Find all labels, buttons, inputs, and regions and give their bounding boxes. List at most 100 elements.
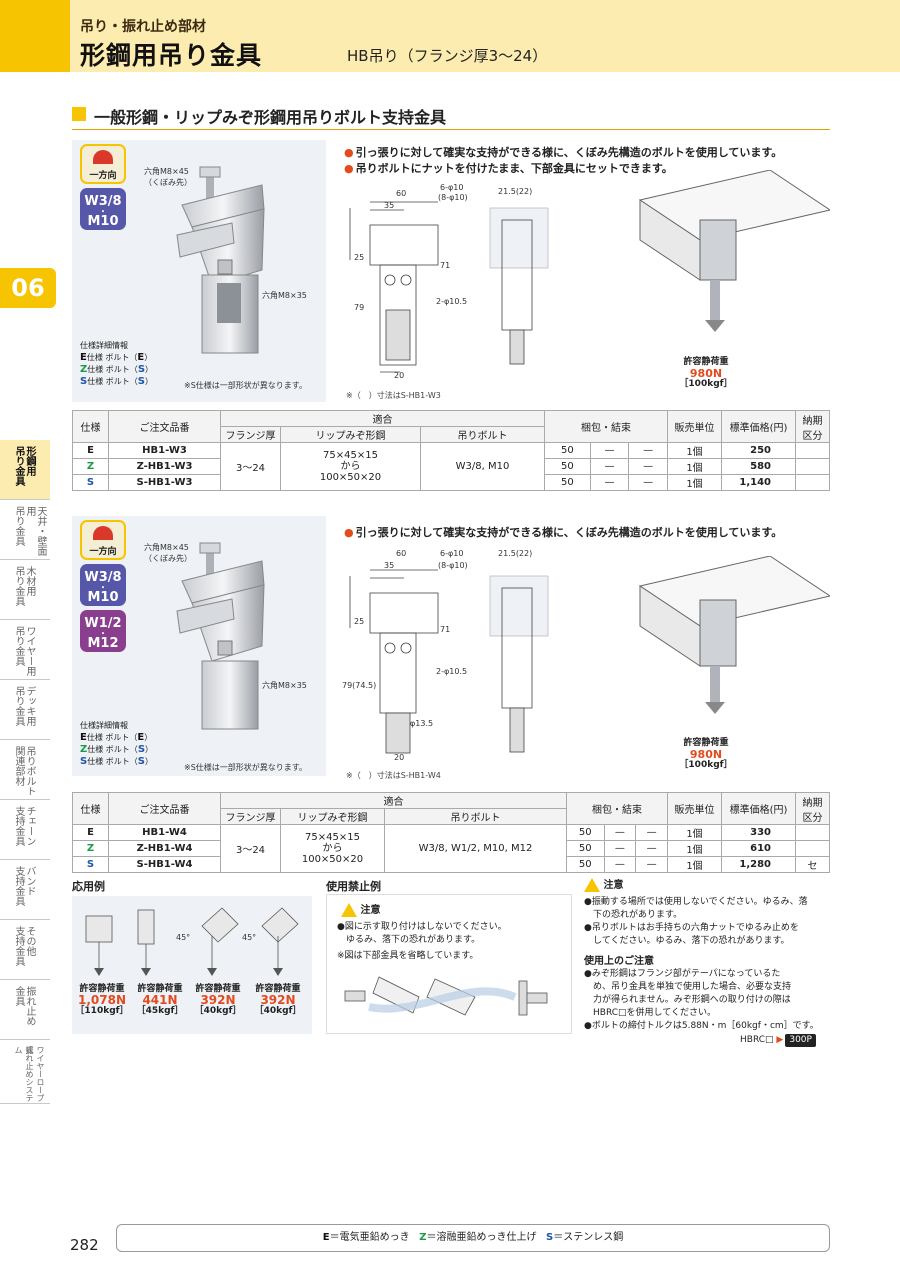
- spec-row-s: S仕様 ボルト（S）: [80, 376, 153, 387]
- warning-icon: [341, 903, 357, 917]
- section-title: 一般形鋼・リップみぞ形鋼用吊りボルト支持金具: [72, 104, 830, 130]
- bracket-product-icon: [176, 166, 265, 354]
- product1-photo: 一方向 W3/8 ・ M10 六角M8×45 （くぼみ先） 六角M8×35 仕様…: [72, 140, 326, 402]
- page-title: 形鋼用吊り金具: [80, 41, 263, 70]
- sidebar-tab-label: 天井・壁面用: [24, 506, 46, 556]
- dim-text: 2-φ10.5: [436, 297, 467, 306]
- product1-dimension-drawing: 60 35 6-φ10 (8-φ10) 21.5(22) 25 71 79 2-…: [349, 183, 549, 380]
- page-number: 282: [70, 1236, 99, 1254]
- drawing-note: ※（ ）寸法はS-HB1-W4: [346, 771, 441, 780]
- bolt-size-tag-2: W1/2 ・ M12: [80, 610, 126, 652]
- th-spec: 仕様: [72, 410, 109, 443]
- sidebar-tab-8[interactable]: その他支持金具: [0, 920, 50, 980]
- bracket-product-icon: [176, 542, 265, 730]
- sidebar-tab-7[interactable]: バンド支持金具: [0, 860, 50, 920]
- svg-text:(8-φ10): (8-φ10): [438, 561, 468, 570]
- note-line: 六角M8×45: [144, 167, 189, 176]
- sidebar-tab-3[interactable]: ワイヤー用吊り金具: [0, 620, 50, 680]
- th-flange: フランジ厚: [220, 426, 281, 443]
- direction-icon: [93, 526, 113, 540]
- sidebar-tab-label: 支持金具: [13, 926, 24, 966]
- dim-text: 60: [396, 189, 406, 198]
- product2-photo: 一方向 W3/8 ・ M10 W1/2 ・ M12 六角M8×45 （くぼみ先）…: [72, 516, 326, 776]
- dim-text: (8-φ10): [438, 193, 468, 202]
- photo-footnote: ※S仕様は一部形状が異なります。: [184, 763, 307, 772]
- chapter-number[interactable]: 06: [0, 268, 56, 308]
- sidebar-tab-9[interactable]: 振れ止め金具: [0, 980, 50, 1040]
- svg-text:71: 71: [440, 625, 450, 634]
- svg-text:79(74.5): 79(74.5): [342, 681, 376, 690]
- finish-legend: E＝電気亜鉛めっき Z＝溶融亜鉛めっき仕上げ S＝ステンレス鋼: [116, 1224, 830, 1252]
- sidebar-tab-4[interactable]: デッキ用吊り金具: [0, 680, 50, 740]
- dim-text: 20: [394, 371, 404, 380]
- sidebar-tab-label: チェーン: [24, 806, 35, 846]
- sidebar-tab-label: 吊り金具: [13, 566, 24, 606]
- direction-label: 一方向: [89, 171, 117, 181]
- table-row: S S-HB1-W4 50—— 1個 1,280 セ: [72, 856, 830, 873]
- spec-info: 仕様詳細情報 E仕様 ボルト（E） Z仕様 ボルト（S） S仕様 ボルト（S）: [80, 721, 154, 767]
- page-reference-link[interactable]: HBRC□ ▶300P: [740, 1034, 816, 1047]
- sidebar-tab-label: 吊り金具: [13, 506, 24, 546]
- spec-table-2: 仕様 ご注文品番 適合 梱包・結束 販売単位 標準価格(円) 納期区分 フランジ…: [72, 792, 830, 873]
- header-category: 吊り・振れ止め部材: [80, 19, 206, 35]
- spec-info: 仕様詳細情報 E仕様 ボルト（E） Z仕様 ボルト（S） S仕様 ボルト（S）: [80, 340, 153, 388]
- page-subtitle: HB吊り（フランジ厚3〜24）: [347, 47, 548, 65]
- bolt-note: 六角M8×45 （くぼみ先）: [144, 166, 192, 188]
- sidebar-tab-0[interactable]: 形鋼用吊り金具: [0, 440, 50, 500]
- bolt-size-tag: W3/8 ・ M10: [80, 564, 126, 606]
- table-row: S S-HB1-W3 50—— 1個 1,140: [72, 474, 830, 491]
- sidebar-tab-5[interactable]: 吊りボルト関連部材: [0, 740, 50, 800]
- th-fit: 適合: [220, 410, 545, 427]
- direction-icon: [93, 150, 113, 164]
- dim-text: 35: [384, 201, 394, 210]
- sidebar-tab-label: 関連部材: [13, 746, 24, 786]
- sidebar-tab-label: 木材用: [24, 566, 35, 596]
- spec-row-e: E仕様 ボルト（E）: [80, 352, 153, 363]
- prohibited-box: 注意 ●図に示す取り付けはしないでください。 ゆるみ、落下の恐れがあります。 ※…: [326, 894, 572, 1034]
- sidebar-tab-label: 金具: [13, 986, 24, 1006]
- drawing-note: ※（ ）寸法はS-HB1-W3: [346, 391, 441, 400]
- photo-footnote: ※S仕様は一部形状が異なります。: [184, 381, 307, 390]
- svg-text:20: 20: [394, 753, 404, 762]
- prohibited-diagrams: [344, 976, 548, 1016]
- sidebar-tab-2[interactable]: 木材用吊り金具: [0, 560, 50, 620]
- sidebar-tab-10[interactable]: ワイヤーロープ式振れ止めシステム: [0, 1040, 50, 1104]
- tag-line: W3/8: [84, 194, 122, 209]
- channel-install-icon: [638, 556, 830, 714]
- svg-text:25: 25: [354, 617, 364, 626]
- warning-icon: [584, 878, 600, 892]
- load-rating: 許容静荷重 980N ［100kgf］: [679, 738, 733, 770]
- usage-text: ●みぞ形鋼はフランジ部がテーパになっているた め、吊り金具を単独で使用した場合、…: [584, 969, 819, 1031]
- note-line: （くぼみ先）: [144, 178, 192, 187]
- feature-line: ●引っ張りに対して確実な支持ができる様に、くぼみ先構造のボルトを使用しています。: [344, 526, 783, 539]
- angle-label: 45°: [176, 933, 190, 942]
- caution-text: ●振動する場所では使用しないでください。ゆるみ、落 下の恐れがあります。 ●吊り…: [584, 897, 808, 946]
- spec-info-title: 仕様詳細情報: [80, 341, 128, 350]
- sidebar-tab-label: デッキ用: [24, 686, 35, 726]
- header-accent-bar: [0, 0, 70, 72]
- dim-text: 71: [440, 261, 450, 270]
- arrow-right-icon: ▶: [776, 1035, 784, 1045]
- section-square-icon: [72, 107, 86, 121]
- sidebar-tab-label: 形鋼用: [24, 446, 35, 476]
- svg-text:6-φ10: 6-φ10: [440, 549, 463, 558]
- dim-text: 6-φ10: [440, 183, 463, 192]
- bolt-size-tag: W3/8 ・ M10: [80, 188, 126, 230]
- sidebar-tab-6[interactable]: チェーン支持金具: [0, 800, 50, 860]
- sidebar-tab-label: 吊り金具: [13, 626, 24, 666]
- prohibited-text: ●図に示す取り付けはしないでください。 ゆるみ、落下の恐れがあります。 ※図は下…: [337, 922, 507, 961]
- sidebar-tab-label: 振れ止め: [24, 986, 35, 1026]
- th-delivery: 納期区分: [795, 410, 830, 443]
- sidebar-tab-label: その他: [24, 926, 35, 956]
- examples-title: 応用例: [72, 880, 105, 893]
- bolt-note: 六角M8×45 （くぼみ先）: [144, 543, 192, 563]
- caution-heading: 注意: [584, 876, 623, 892]
- sidebar-tab-1[interactable]: 天井・壁面用吊り金具: [0, 500, 50, 560]
- example-diagrams: 45° 45°: [85, 907, 299, 976]
- nut-note: 六角M8×35: [262, 681, 307, 690]
